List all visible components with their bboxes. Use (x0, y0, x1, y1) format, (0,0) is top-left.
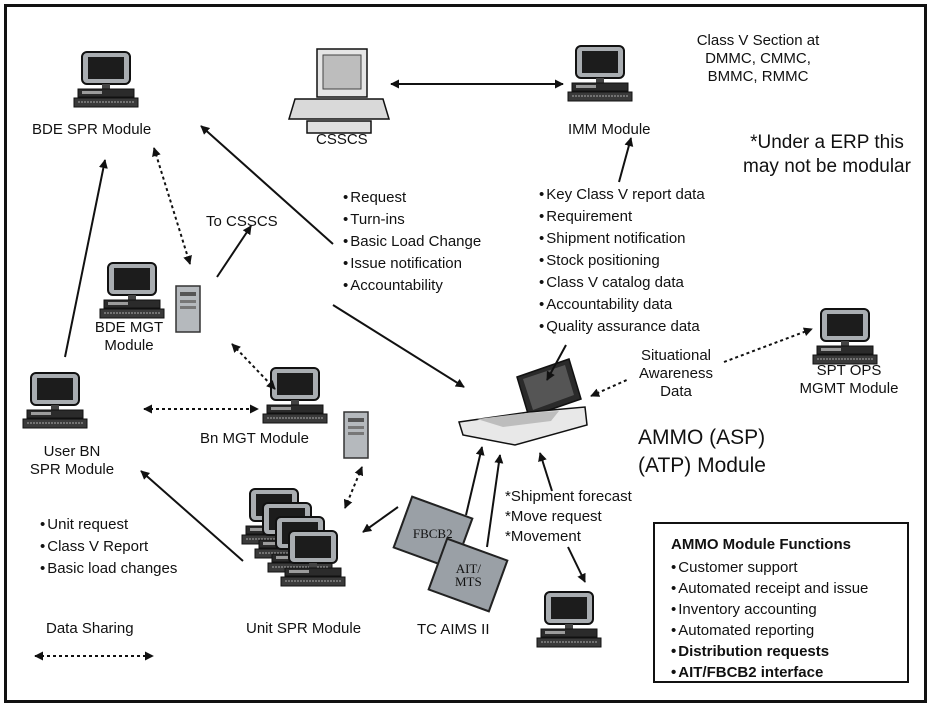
list-item: Basic Load Change (343, 231, 481, 253)
diagram-frame: BDE SPR Module CSSCS IMM Module Class V … (4, 4, 927, 703)
csscs-computer-icon (287, 48, 391, 134)
ammo-module-label: AMMO (ASP) (ATP) Module (638, 426, 766, 477)
request-list: Request Turn-ins Basic Load Change Issue… (343, 187, 481, 297)
list-item: Inventory accounting (671, 599, 907, 620)
connection-lines (22, 45, 878, 661)
ammo-laptop-icon (458, 358, 588, 446)
list-item: Key Class V report data (539, 184, 704, 206)
list-item: *Move request (505, 508, 602, 525)
unit-request-list: Unit request Class V Report Basic load c… (40, 514, 177, 580)
shipment-list: *Shipment forecast *Move request *Moveme… (505, 487, 632, 547)
bde-mgt-module-label: BDE MGT Module (94, 319, 164, 354)
imm-computer-icon (567, 45, 633, 102)
bde-spr-computer-icon (73, 51, 139, 108)
list-item: AIT/FBCB2 interface (671, 662, 907, 683)
list-item: Requirement (539, 206, 705, 228)
bn-mgt-server-icon (343, 411, 369, 459)
list-item: Turn-ins (343, 209, 481, 231)
situational-awareness-label: Situational Awareness Data (639, 347, 713, 400)
spt-ops-computer-icon (812, 308, 878, 365)
list-item: Stock positioning (539, 250, 705, 272)
list-item: Accountability data (539, 294, 705, 316)
data-sharing-legend-label: Data Sharing (46, 620, 134, 637)
user-bn-computer-icon (22, 372, 88, 429)
csscs-label: CSSCS (316, 131, 368, 148)
transport-computer-icon (536, 591, 602, 648)
list-item: Accountability (343, 275, 481, 297)
class-v-section-label: Class V Section at DMMC, CMMC, BMMC, RMM… (696, 32, 820, 85)
list-item: Class V Report (40, 536, 177, 558)
list-item: Quality assurance data (539, 316, 705, 338)
tc-aims-label: TC AIMS II (417, 621, 490, 638)
unit-spr-computer-icon (280, 530, 346, 587)
list-item: Basic load changes (40, 558, 177, 580)
list-item: Distribution requests (671, 641, 907, 662)
list-item: *Shipment forecast (505, 488, 632, 505)
list-item: Customer support (671, 557, 907, 578)
erp-note: *Under a ERP this may not be modular (743, 132, 911, 177)
bde-mgt-server-icon (175, 285, 201, 333)
bde-spr-module-label: BDE SPR Module (32, 121, 152, 138)
list-item: Class V catalog data (539, 272, 705, 294)
to-csscs-label: To CSSCS (206, 213, 278, 230)
spt-ops-mgmt-module-label: SPT OPS MGMT Module (799, 362, 899, 397)
list-item: Automated reporting (671, 620, 907, 641)
list-item: Request (343, 187, 481, 209)
imm-module-label: IMM Module (568, 121, 651, 138)
list-item: Issue notification (343, 253, 481, 275)
unit-spr-module-label: Unit SPR Module (246, 620, 362, 637)
imm-data-list: Key Class V report data Requirement Ship… (539, 184, 705, 338)
bn-mgt-module-label: Bn MGT Module (200, 430, 309, 447)
user-bn-spr-module-label: User BN SPR Module (29, 443, 115, 478)
ammo-module-functions-box: AMMO Module Functions Customer support A… (653, 522, 909, 683)
list-item: Unit request (40, 514, 177, 536)
list-item: *Movement (505, 528, 581, 545)
list-item: Shipment notification (539, 228, 705, 250)
list-item: Automated receipt and issue (671, 578, 907, 599)
bn-mgt-computer-icon (262, 367, 328, 424)
bde-mgt-computer-icon (99, 262, 165, 319)
functions-box-title: AMMO Module Functions (671, 536, 851, 553)
